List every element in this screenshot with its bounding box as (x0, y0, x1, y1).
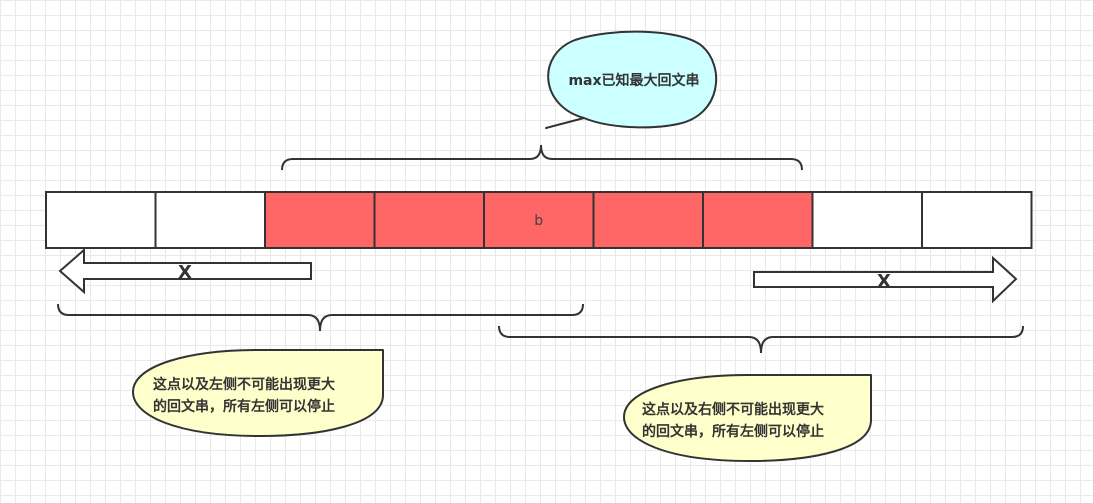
left-note-line-1: 这点以及左侧不可能出现更大 (153, 376, 335, 393)
left-note-line-2: 的回文串，所有左侧可以停止 (153, 398, 335, 415)
array-cell (811, 191, 923, 249)
array-cell-highlighted (373, 191, 485, 249)
right-note-line-2: 的回文串，所有左侧可以停止 (642, 423, 824, 440)
array-cell-highlighted (592, 191, 704, 249)
cell-array: b (45, 191, 1033, 249)
left-note-bubble (132, 349, 384, 437)
right-arrow (753, 255, 1018, 304)
array-cell-highlighted (264, 191, 376, 249)
array-cell (154, 191, 266, 249)
left-arrow-label: X (178, 262, 192, 283)
array-cell-label: b (534, 213, 543, 229)
array-cell-highlighted (483, 191, 595, 249)
array-cell-highlighted (702, 191, 814, 249)
right-note-bubble (623, 374, 872, 462)
array-cell (45, 191, 157, 249)
right-brace (498, 325, 1024, 354)
right-note-line-1: 这点以及右侧不可能出现更大 (642, 401, 824, 418)
right-arrow-label: X (877, 271, 891, 292)
max-callout-text: max已知最大回文串 (568, 72, 699, 89)
max-callout-bubble (545, 30, 718, 129)
array-cell (921, 191, 1033, 249)
top-brace (281, 144, 803, 171)
left-brace (57, 303, 584, 332)
left-arrow (58, 247, 312, 295)
